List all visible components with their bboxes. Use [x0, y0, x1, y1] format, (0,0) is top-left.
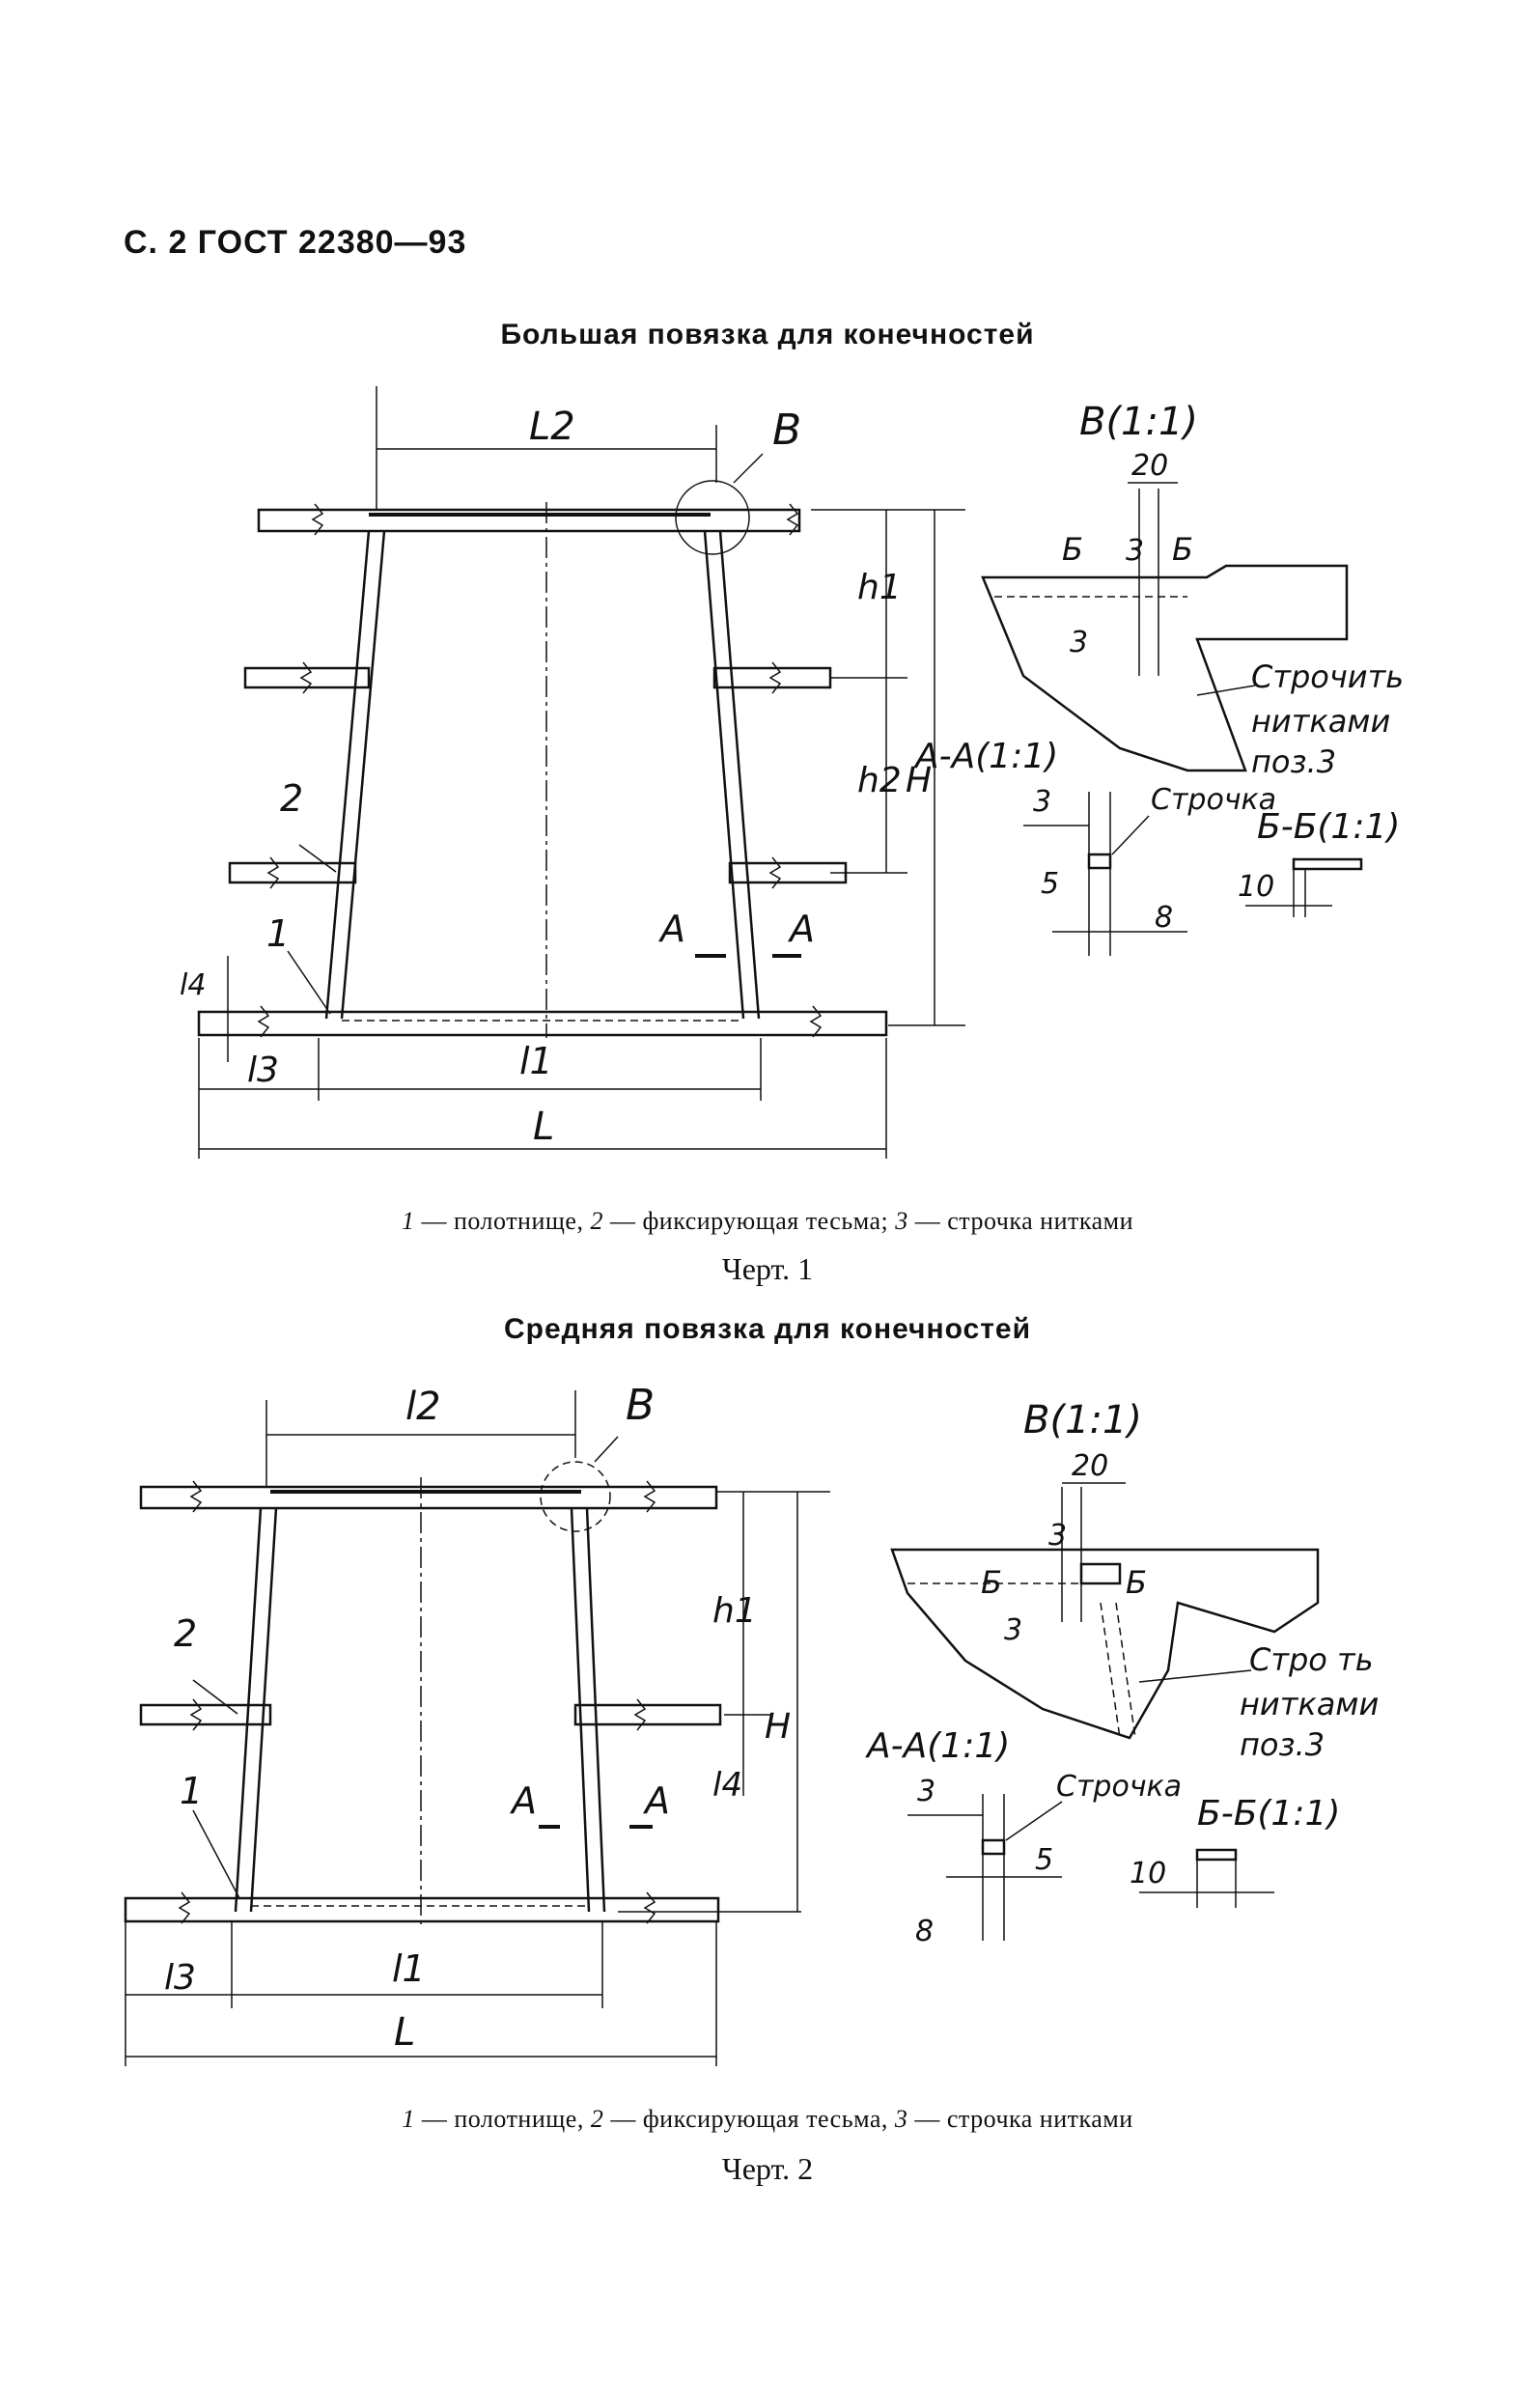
fig2-section-BB: Б-Б(1:1) 10	[1130, 1794, 1340, 1908]
figure2-title: Средняя повязка для конечностей	[503, 1313, 1032, 1345]
svg-text:Строчка: Строчка	[1056, 1770, 1182, 1804]
svg-text:3: 3	[1126, 534, 1144, 568]
figure1-legend: 1 — полотнище, 2 — фиксирующая тесьма; 3…	[401, 1207, 1133, 1235]
page-header: С. 2 ГОСТ 22380—93	[124, 224, 467, 261]
svg-text:Б: Б	[1062, 531, 1083, 568]
fig1-section-BB: Б-Б(1:1) 10	[1238, 807, 1400, 917]
fig2-label-B: B	[626, 1381, 655, 1430]
figure1-title: Большая повязка для конечностей	[500, 319, 1035, 350]
fig2-label-l1: l1	[392, 1947, 426, 1990]
svg-text:10: 10	[1130, 1857, 1166, 1890]
svg-text:B(1:1): B(1:1)	[1079, 400, 1198, 444]
fig1-right-edge	[703, 530, 761, 1020]
fig1-section-AA: A-A(1:1) 3 Строчка 5 8	[913, 737, 1276, 956]
fig2-label-l3: l3	[164, 1958, 196, 1998]
fig1-left-edge	[324, 530, 386, 1020]
svg-text:A-A(1:1): A-A(1:1)	[865, 1726, 1010, 1766]
svg-text:20: 20	[1131, 449, 1168, 483]
fig1-detail-B: B(1:1) 20 3 Б Б 3 Строчить нитками поз.3	[981, 400, 1404, 780]
fig2-label-h1: h1	[712, 1591, 757, 1631]
svg-text:поз.3: поз.3	[1240, 1726, 1325, 1763]
svg-text:20: 20	[1072, 1449, 1108, 1483]
svg-text:3: 3	[1048, 1519, 1067, 1553]
svg-text:3: 3	[1004, 1613, 1022, 1647]
svg-text:Стро ть: Стро ть	[1249, 1641, 1374, 1678]
svg-text:Строчка: Строчка	[1151, 783, 1276, 817]
fig1-label-L2: L2	[529, 405, 575, 449]
fig1-label-A-left: A	[657, 908, 685, 950]
svg-text:Б: Б	[1172, 531, 1193, 568]
svg-text:Строчить: Строчить	[1251, 658, 1404, 695]
fig1-label-l4: l4	[180, 968, 206, 1002]
fig1-label-h1: h1	[857, 568, 902, 607]
svg-text:3: 3	[1070, 626, 1088, 659]
fig1-label-l3: l3	[247, 1050, 279, 1090]
fig1-label-pos2: 2	[280, 777, 303, 820]
svg-text:5: 5	[1041, 867, 1059, 901]
svg-text:поз.3: поз.3	[1251, 743, 1336, 780]
fig1-top-tape	[257, 508, 801, 533]
figure2-caption: Черт. 2	[721, 2151, 814, 2186]
svg-text:нитками: нитками	[1240, 1686, 1379, 1722]
fig2-label-A-right: A	[642, 1779, 670, 1822]
fig1-label-h2: h2	[857, 761, 902, 800]
fig2-label-L: L	[394, 2010, 415, 2055]
svg-text:8: 8	[1155, 901, 1173, 935]
svg-text:5: 5	[1035, 1843, 1053, 1877]
svg-text:Б: Б	[1126, 1564, 1147, 1601]
fig1-label-L: L	[533, 1105, 554, 1149]
fig1-label-l1: l1	[519, 1040, 553, 1082]
fig2-label-pos1: 1	[180, 1770, 203, 1812]
figure2-legend: 1 — полотнище, 2 — фиксирующая тесьма, 3…	[402, 2105, 1133, 2133]
fig1-label-B: B	[772, 406, 801, 455]
svg-text:B(1:1): B(1:1)	[1023, 1398, 1142, 1442]
svg-text:3: 3	[917, 1775, 935, 1808]
svg-text:3: 3	[1033, 785, 1051, 819]
svg-text:8: 8	[915, 1915, 934, 1948]
fig1-label-A-right: A	[787, 908, 815, 950]
svg-text:A-A(1:1): A-A(1:1)	[913, 737, 1058, 776]
fig2-label-A-left: A	[509, 1779, 537, 1822]
svg-text:Б-Б(1:1): Б-Б(1:1)	[1197, 1794, 1340, 1834]
fig2-label-l4: l4	[712, 1766, 742, 1805]
fig2-label-l2: l2	[405, 1385, 441, 1429]
figure1-caption: Черт. 1	[721, 1251, 814, 1286]
svg-text:10: 10	[1238, 870, 1274, 904]
svg-text:Б-Б(1:1): Б-Б(1:1)	[1257, 807, 1400, 847]
svg-text:нитками: нитками	[1251, 703, 1390, 740]
fig2-detail-B: B(1:1) 20 3 Б Б 3 Стро ть нитками поз.3	[890, 1398, 1379, 1763]
fig2-label-pos2: 2	[174, 1612, 197, 1655]
fig1-label-pos1: 1	[266, 912, 290, 955]
fig1-bottom-tape	[197, 1010, 888, 1037]
fig2-section-AA: A-A(1:1) 3 Строчка 5 8	[865, 1726, 1182, 1948]
fig1-label-H: H	[906, 761, 932, 800]
svg-text:Б: Б	[981, 1564, 1002, 1601]
fig2-label-H: H	[765, 1707, 791, 1747]
